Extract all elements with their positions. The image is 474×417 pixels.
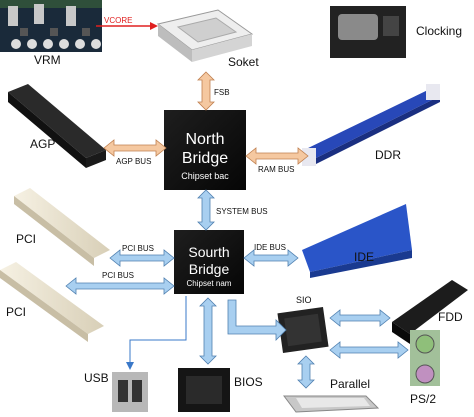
vcore-label: VCORE: [104, 16, 133, 25]
fdd-label: FDD: [438, 310, 463, 324]
south-bridge-line1: Sourth: [188, 244, 230, 260]
clocking-label: Clocking: [416, 24, 463, 38]
fdd-bus-arrow: [329, 309, 391, 327]
pci-slot-1: [14, 188, 110, 266]
fdd-connector: [392, 280, 468, 344]
north-bridge-chip: [164, 110, 246, 190]
north-bridge-sub: Chipset bac: [181, 171, 229, 181]
parallel-port-icon: [283, 395, 380, 413]
vrm-label: VRM: [34, 53, 61, 67]
ps2-port-icon: [410, 330, 440, 386]
ide-bus-arrow: [243, 249, 299, 267]
ps2-label: PS/2: [410, 392, 437, 406]
sio-label: SIO: [296, 295, 312, 305]
pci-bus-label-1: PCI BUS: [122, 244, 155, 253]
ddr-slot: [302, 84, 440, 166]
agp-bus-arrow: [103, 139, 167, 157]
socket-label: Soket: [228, 55, 259, 69]
agp-label: AGP: [30, 137, 56, 151]
pci-slot-2: [0, 262, 104, 342]
ram-bus-arrow: [245, 147, 309, 165]
north-bridge-line2: Bridge: [181, 150, 229, 167]
usb-port-icon: [112, 372, 148, 412]
agp-bus-label: AGP BUS: [116, 157, 152, 166]
south-bridge-sub: Chipset nam: [186, 279, 232, 288]
system-bus-arrow: [197, 189, 215, 231]
usb-link-line: [129, 296, 187, 362]
south-bridge-line2: Bridge: [188, 261, 230, 277]
pci-label-2: PCI: [6, 305, 27, 319]
system-bus-label: SYSTEM BUS: [216, 207, 268, 216]
ide-connector: [302, 204, 412, 278]
fsb-arrow: [197, 71, 215, 111]
parallel-bus-arrow: [297, 355, 315, 389]
bios-bus-arrow: [199, 297, 217, 365]
ram-bus-label: RAM BUS: [258, 165, 295, 174]
pci-label-1: PCI: [16, 232, 37, 246]
cpu-socket-icon: [156, 9, 254, 62]
parallel-label: Parallel: [330, 377, 371, 391]
ide-bus-label: IDE BUS: [254, 243, 287, 252]
agp-slot: [8, 84, 106, 168]
pci-bus-label-2: PCI BUS: [102, 271, 135, 280]
clock-chip-icon: [330, 6, 406, 58]
north-bridge-line1: North: [185, 131, 225, 148]
ide-label: IDE: [354, 250, 375, 264]
ddr-label: DDR: [375, 148, 401, 162]
fsb-label: FSB: [214, 88, 230, 97]
sio-chip-icon: [277, 306, 329, 354]
bios-chip-icon: [178, 368, 230, 412]
south-bridge-chip: [174, 230, 244, 294]
ps2-bus-arrow: [329, 341, 409, 359]
pci-bus-arrow-2: [65, 277, 175, 295]
vrm-board: [0, 0, 102, 52]
usb-label: USB: [84, 371, 109, 385]
pci-bus-arrow-1: [109, 249, 175, 267]
bios-label: BIOS: [234, 375, 263, 389]
sio-bus-arrow: [227, 299, 287, 341]
